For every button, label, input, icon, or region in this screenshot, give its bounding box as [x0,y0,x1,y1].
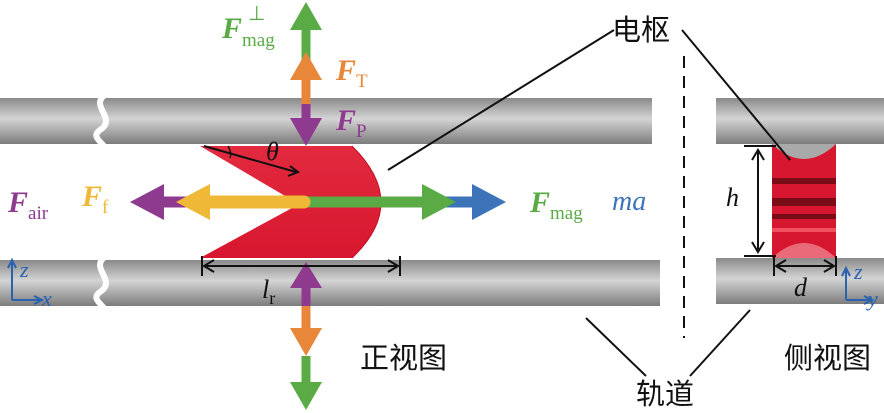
theta-label: θ [266,137,279,166]
front-axes [7,257,45,305]
leader-lines [387,29,791,377]
front-axis-x: x [41,286,52,311]
front-view-rails [0,91,660,315]
h-label: h [726,183,739,212]
ma-label: ma [612,186,646,217]
rail-label: 轨道 [636,377,694,411]
armature-side [772,144,836,258]
armature-label: 电枢 [612,13,670,47]
rail-leader-side [689,309,751,377]
f-mag-perp-sup: ⊥ [248,3,265,25]
armature-leader-front [387,29,615,171]
front-axis-z: z [19,257,29,282]
f-mag-arrow [296,184,456,220]
d-dimension [773,256,837,276]
break-mark-top [93,91,109,153]
break-mark-bottom [93,253,109,315]
lr-dimension [201,256,401,276]
f-p-arrow [290,104,322,146]
lr-label: lr [262,275,275,308]
top-rail-side [716,98,884,144]
f-f-arrow [176,184,311,220]
front-view-label: 正视图 [360,341,447,375]
theta-indicator [203,145,301,177]
f-f-label: Ff [81,180,109,218]
rail-leader-front [585,317,647,377]
f-mag-perp-label: Fmag [221,12,275,51]
side-axis-z: z [853,259,863,284]
side-view-label: 侧视图 [784,341,871,375]
f-t-label: FT [335,54,368,92]
side-axes [841,265,875,305]
armature-leader-side [681,29,791,161]
h-dimension [744,145,776,257]
f-air-label: Fair [7,186,49,224]
bottom-purple-arrow [290,262,322,306]
side-axis-y: y [866,286,878,311]
f-mag-label: Fmag [529,186,583,224]
f-t-arrow [290,52,322,104]
f-mag-perp-arrow [290,2,322,60]
bottom-green-arrow [290,356,322,410]
f-p-label: FP [335,104,367,142]
bottom-orange-arrow [290,306,322,356]
bottom-rail-front [0,260,660,306]
d-label: d [794,273,808,302]
